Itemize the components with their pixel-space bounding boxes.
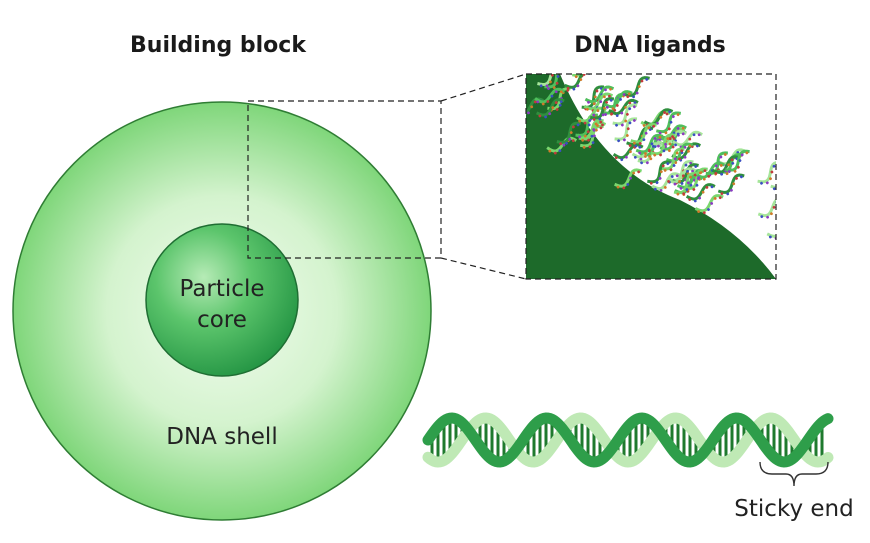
dna-ligand-strand <box>685 183 716 203</box>
dna-ligand-strand <box>757 161 776 185</box>
sticky-end-label: Sticky end <box>734 496 853 522</box>
zoom-connector-bottom <box>440 257 527 280</box>
dna-ligand-strand <box>608 98 639 117</box>
dna-ligand-strand <box>673 171 698 196</box>
dna-ligand-strand <box>778 190 810 209</box>
dna-ligand-strand <box>578 118 604 142</box>
dna-ligand-strand <box>661 147 685 172</box>
dna-ligand-strand <box>651 172 681 192</box>
dna-ligand-strand <box>650 133 676 157</box>
dna-ligand-strand <box>635 133 664 155</box>
dna-ligand-strand <box>770 168 776 191</box>
zoom-connector-top <box>440 73 527 102</box>
dna-ligand-strand <box>775 188 808 214</box>
dna-shell-label: DNA shell <box>166 424 277 450</box>
dna-ligands-title: DNA ligands <box>574 33 726 58</box>
dna-ligand-strand <box>694 161 725 181</box>
dna-ligand-strand <box>766 219 776 240</box>
particle-core-circle <box>145 223 299 377</box>
dna-ligands-inset-frame <box>525 73 777 280</box>
dna-ligand-strand <box>535 98 565 119</box>
dna-ligand-strand <box>717 173 745 196</box>
dna-ligand-strand <box>612 143 644 162</box>
dna-ligand-strand <box>537 74 563 88</box>
dna-ligand-strand <box>589 97 615 121</box>
dna-ligand-strand <box>757 197 776 219</box>
dna-ligand-strand <box>534 87 566 106</box>
dna-ligand-strand <box>614 117 638 143</box>
dna-ligand-strand <box>630 122 657 145</box>
dna-ligand-strand <box>725 149 750 173</box>
dna-ligand-strand <box>544 74 567 90</box>
dna-ligand-strand <box>665 167 697 186</box>
dna-ligand-strand <box>647 160 671 185</box>
dna-ligand-strand <box>556 121 581 146</box>
dna-ligand-strand <box>623 76 650 99</box>
dna-ligand-strand <box>612 103 638 127</box>
dna-ligand-strand <box>614 168 643 190</box>
particle-core-label-line1: Particle <box>180 276 265 302</box>
particle-core-label-line2: core <box>197 307 247 333</box>
helix-strand-back <box>422 412 834 468</box>
dna-ligand-strand <box>782 216 815 239</box>
sticky-end-bracket <box>759 461 829 487</box>
dna-double-helix <box>422 412 834 468</box>
dna-ligand-strand <box>694 194 724 215</box>
dna-ligands-inset <box>526 74 815 279</box>
dna-ligand-strand <box>603 90 633 110</box>
building-block-title: Building block <box>130 33 307 58</box>
helix-strand-front <box>422 412 834 468</box>
dna-ligand-strand <box>655 111 682 135</box>
zoom-region-box <box>247 100 442 259</box>
